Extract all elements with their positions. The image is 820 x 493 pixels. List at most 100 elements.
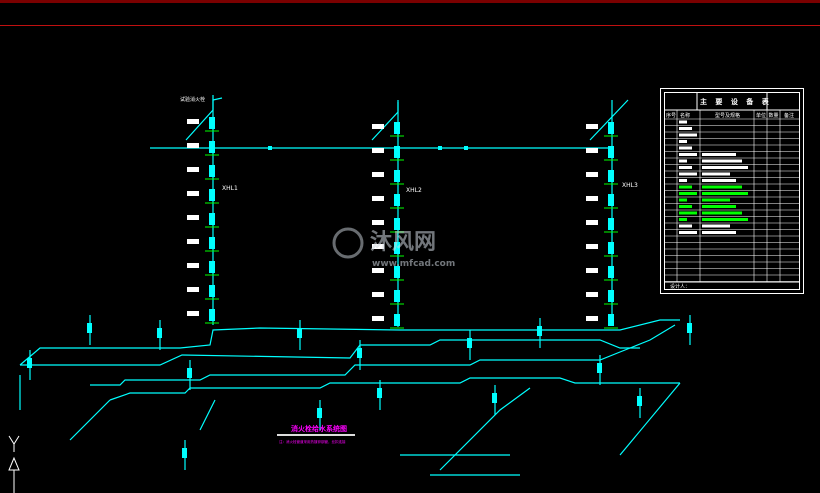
table-cell-text bbox=[679, 127, 692, 130]
hydrant-fixtures bbox=[27, 117, 692, 458]
floor-elevation-label bbox=[187, 287, 199, 292]
floor-elevation-label bbox=[372, 148, 384, 153]
col-header-qty: 数量 bbox=[769, 112, 779, 119]
floor-elevation-label bbox=[187, 191, 199, 196]
hydrant-cabinet bbox=[394, 170, 400, 182]
branch-se bbox=[619, 382, 681, 456]
floor-elevation-label bbox=[372, 124, 384, 129]
hydrant-cabinet bbox=[357, 348, 362, 358]
drawing-title: 消火栓给水系统图 bbox=[291, 424, 347, 433]
table-cell-text bbox=[702, 198, 730, 202]
table-cell-text bbox=[679, 218, 687, 221]
window-top-border bbox=[0, 0, 820, 3]
floor-elevation-label bbox=[372, 244, 384, 249]
hydrant-cabinet bbox=[377, 388, 382, 398]
ucs-icon bbox=[8, 435, 20, 493]
table-cell-text bbox=[702, 185, 742, 189]
hydrant-cabinet bbox=[608, 146, 614, 158]
floor-elevation-label bbox=[586, 244, 598, 249]
table-cell-text bbox=[702, 166, 748, 169]
floor-elevation-label bbox=[586, 124, 598, 129]
floor-elevation-label bbox=[187, 215, 199, 220]
table-cell-text bbox=[679, 120, 687, 124]
table-cell-text bbox=[679, 133, 697, 137]
col-header-spec: 型号及规格 bbox=[715, 112, 740, 119]
drawing-subtitle: 注：消火栓管道采用热镀锌钢管，丝扣连接 bbox=[279, 439, 346, 444]
col-header-unit: 单位 bbox=[756, 112, 766, 119]
table-title: 主 要 设 备 表 bbox=[700, 97, 772, 106]
lower-ring-back bbox=[90, 324, 676, 386]
floor-elevation-label bbox=[187, 239, 199, 244]
hydrant-cabinet bbox=[394, 242, 400, 254]
table-cell-text bbox=[679, 192, 697, 195]
hydrant-cabinet bbox=[394, 146, 400, 158]
table-cell-text bbox=[702, 231, 736, 234]
floor-elevation-label bbox=[586, 292, 598, 297]
hydrant-cabinet bbox=[394, 194, 400, 206]
floor-elevation-label bbox=[187, 167, 199, 172]
floor-labels bbox=[187, 119, 598, 321]
hydrant-cabinet bbox=[87, 323, 92, 333]
floor-elevation-label bbox=[372, 292, 384, 297]
hydrant-cabinet bbox=[467, 338, 472, 348]
table-cell-text bbox=[679, 205, 692, 208]
hydrant-cabinet bbox=[209, 285, 215, 297]
valve-icon bbox=[438, 146, 442, 150]
floor-elevation-label bbox=[372, 172, 384, 177]
hydrant-cabinet bbox=[182, 448, 187, 458]
hydrant-cabinet bbox=[394, 122, 400, 134]
floor-elevation-label bbox=[372, 268, 384, 273]
floor-elevation-label bbox=[586, 268, 598, 273]
roof-hydrant-label: 试验消火栓 bbox=[180, 96, 205, 103]
floor-elevation-label bbox=[586, 220, 598, 225]
riser-label-1: XHL1 bbox=[222, 185, 238, 192]
table-cell-text bbox=[679, 159, 687, 163]
hydrant-cabinet bbox=[608, 266, 614, 278]
table-cell-text bbox=[702, 172, 730, 176]
hydrant-cabinet bbox=[492, 393, 497, 403]
hydrant-cabinet bbox=[608, 122, 614, 134]
floor-elevation-label bbox=[187, 311, 199, 316]
hydrant-cabinet bbox=[209, 309, 215, 321]
upper-ring-front bbox=[20, 339, 640, 366]
table-cell-text bbox=[679, 198, 687, 202]
hydrant-cabinet bbox=[27, 358, 32, 368]
upper-ring-back bbox=[19, 319, 680, 366]
hydrant-cabinet bbox=[209, 237, 215, 249]
table-cell-text bbox=[679, 185, 692, 189]
hydrant-cabinet bbox=[209, 213, 215, 225]
branch-sw bbox=[69, 399, 111, 441]
hydrant-cabinet bbox=[187, 368, 192, 378]
table-cell-text bbox=[702, 218, 748, 221]
roof-diagonal-2 bbox=[371, 102, 399, 141]
table-cell-text bbox=[679, 140, 687, 143]
valve-icon bbox=[268, 146, 272, 150]
floor-elevation-label bbox=[586, 172, 598, 177]
table-footer: 设计人： bbox=[670, 283, 690, 290]
floor-elevation-label bbox=[586, 196, 598, 201]
hydrant-cabinet bbox=[209, 141, 215, 153]
title-underline bbox=[277, 434, 355, 436]
hydrant-cabinet bbox=[209, 261, 215, 273]
table-cell-text bbox=[679, 179, 687, 182]
table-cell-text bbox=[702, 211, 742, 215]
table-cell-text bbox=[702, 192, 748, 195]
branch-pump bbox=[439, 387, 531, 471]
table-cell-text bbox=[679, 166, 692, 169]
watermark-brand: 沐风网 bbox=[370, 230, 436, 255]
valve-icon bbox=[464, 146, 468, 150]
table-cell-text bbox=[702, 153, 736, 156]
hydrant-cabinet bbox=[394, 218, 400, 230]
branch-s bbox=[199, 399, 216, 431]
table-cell-text bbox=[702, 224, 730, 228]
hydrant-cabinet bbox=[687, 323, 692, 333]
col-header-name: 名称 bbox=[680, 112, 690, 119]
hydrant-cabinet bbox=[209, 189, 215, 201]
hydrant-cabinet bbox=[209, 117, 215, 129]
hydrant-cabinet bbox=[297, 328, 302, 338]
hydrant-cabinet bbox=[608, 194, 614, 206]
table-cell-text bbox=[679, 211, 697, 215]
hydrant-cabinet bbox=[608, 218, 614, 230]
floor-elevation-label bbox=[586, 148, 598, 153]
